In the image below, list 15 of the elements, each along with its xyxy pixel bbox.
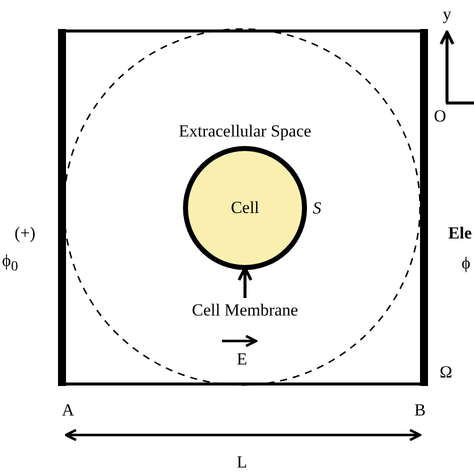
point-label: B — [414, 402, 426, 418]
membrane-label: Cell Membrane — [192, 302, 298, 318]
origin-label: O — [434, 108, 446, 124]
surface-label: S — [312, 200, 322, 216]
potential-label: ϕ — [462, 254, 470, 272]
polarity-label: (+) — [14, 224, 36, 242]
potential-label: ϕ$_{0}$ — [2, 252, 18, 274]
cell-label: Cell — [230, 198, 260, 218]
length-label: L — [236, 454, 248, 470]
field-label: E — [236, 350, 248, 368]
region-label: Extracellular Space — [178, 122, 312, 140]
point-label: A — [62, 402, 74, 418]
boundary-label: Ω — [440, 364, 452, 380]
axis-label: y — [442, 6, 452, 22]
electrode-label: Ele — [448, 224, 472, 242]
